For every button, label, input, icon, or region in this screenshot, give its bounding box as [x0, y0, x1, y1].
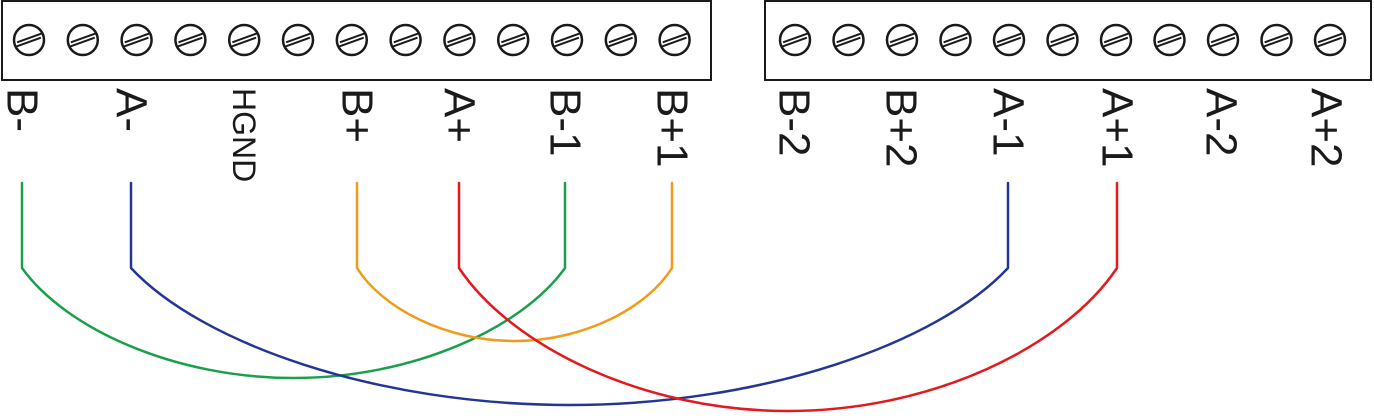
screw-icon	[1099, 23, 1133, 57]
terminal-label-aminus: A-	[107, 88, 156, 132]
screw-icon	[658, 23, 691, 57]
screw-icon	[66, 23, 100, 57]
screw-icon	[1153, 23, 1186, 57]
screw-icon	[939, 23, 972, 57]
terminal-label-aplus1: A+1	[1093, 88, 1142, 168]
terminal-block-left	[1, 0, 712, 81]
terminal-label-bminus2: B-2	[770, 88, 819, 156]
wire-red	[457, 181, 1119, 413]
terminal-label-bplus2: B+2	[877, 88, 926, 168]
terminal-label-aminus2: A-2	[1197, 88, 1246, 156]
screw-icon	[12, 23, 46, 57]
screw-icon	[1313, 23, 1347, 57]
terminal-labels: B- A- HGND B+ A+ B-1 B+1 B-2 B+2 A-1 A+1 A-2 A+2	[0, 88, 1351, 182]
wire-blue	[129, 181, 1010, 407]
screw-icon	[120, 23, 153, 57]
screw-icon	[227, 23, 261, 57]
wire-green	[20, 181, 567, 380]
screw-icon	[1046, 23, 1079, 57]
terminal-label-bminus1: B-1	[541, 88, 590, 156]
terminal-label-aplus2: A+2	[1302, 88, 1351, 168]
terminal-label-aplus: A+	[435, 88, 484, 143]
wire-orange	[355, 181, 674, 343]
screw-icon	[496, 23, 530, 57]
screw-icon	[443, 23, 476, 57]
terminal-blocks	[1, 0, 1372, 81]
terminal-label-bplus: B+	[333, 88, 382, 143]
terminal-block-right	[764, 0, 1372, 81]
screw-icon	[281, 23, 315, 57]
screw-icon	[1260, 23, 1293, 57]
screw-icon	[550, 23, 584, 57]
screw-icon	[1206, 23, 1240, 57]
screw-icon	[778, 23, 812, 57]
terminal-label-bminus: B-	[0, 88, 47, 132]
screw-icon	[885, 23, 919, 57]
screw-icon	[174, 23, 207, 57]
screw-icon	[389, 23, 422, 57]
wires	[20, 181, 1119, 413]
terminal-label-aminus1: A-1	[984, 88, 1033, 156]
screw-icon	[992, 23, 1026, 57]
screw-icon	[604, 23, 638, 57]
terminal-label-hgnd: HGND	[226, 88, 262, 182]
screw-icon	[335, 23, 369, 57]
screw-icon	[832, 23, 865, 57]
terminal-label-bplus1: B+1	[648, 88, 697, 168]
